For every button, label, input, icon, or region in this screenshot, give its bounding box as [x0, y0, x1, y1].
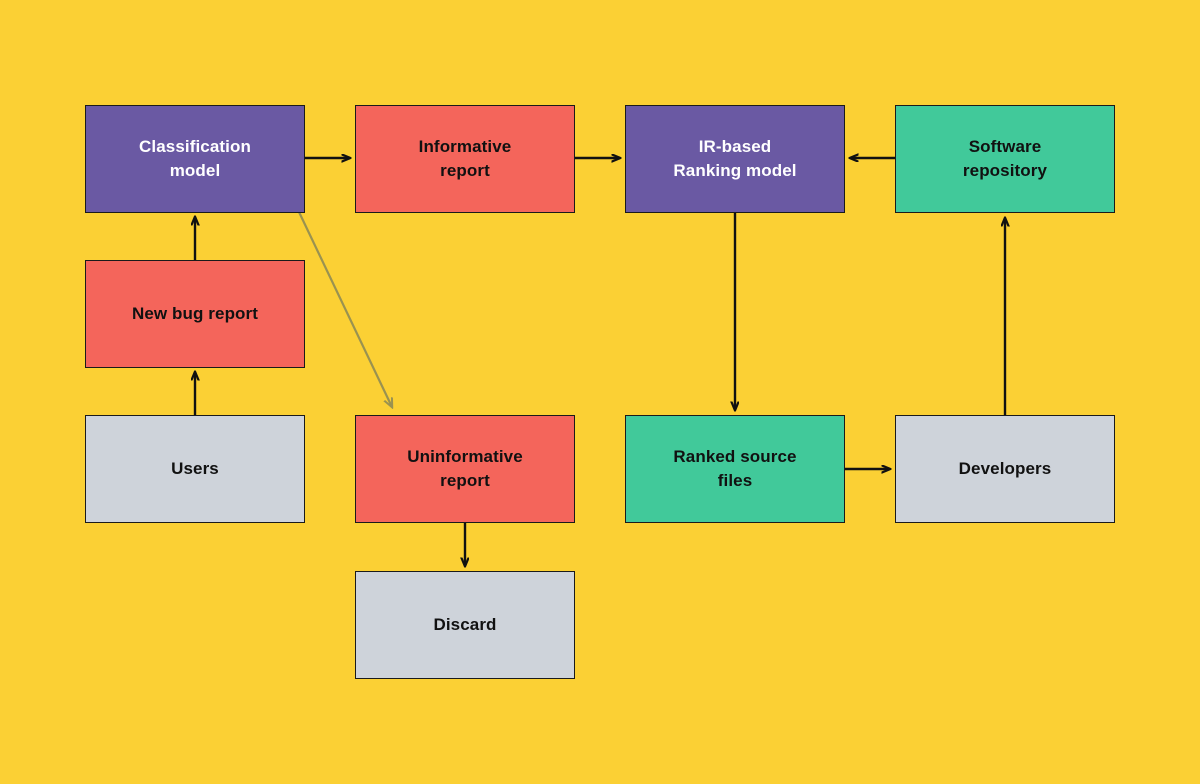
- node-ranked-source-files[interactable]: Ranked source files: [625, 415, 845, 523]
- node-ir-based-ranking-model[interactable]: IR-based Ranking model: [625, 105, 845, 213]
- node-classification-model[interactable]: Classification model: [85, 105, 305, 213]
- node-uninformative-report[interactable]: Uninformative report: [355, 415, 575, 523]
- edge-classification-model-to-uninformative-report: [298, 211, 392, 407]
- node-new-bug-report[interactable]: New bug report: [85, 260, 305, 368]
- node-users[interactable]: Users: [85, 415, 305, 523]
- node-informative-report[interactable]: Informative report: [355, 105, 575, 213]
- node-discard[interactable]: Discard: [355, 571, 575, 679]
- node-developers[interactable]: Developers: [895, 415, 1115, 523]
- node-software-repository[interactable]: Software repository: [895, 105, 1115, 213]
